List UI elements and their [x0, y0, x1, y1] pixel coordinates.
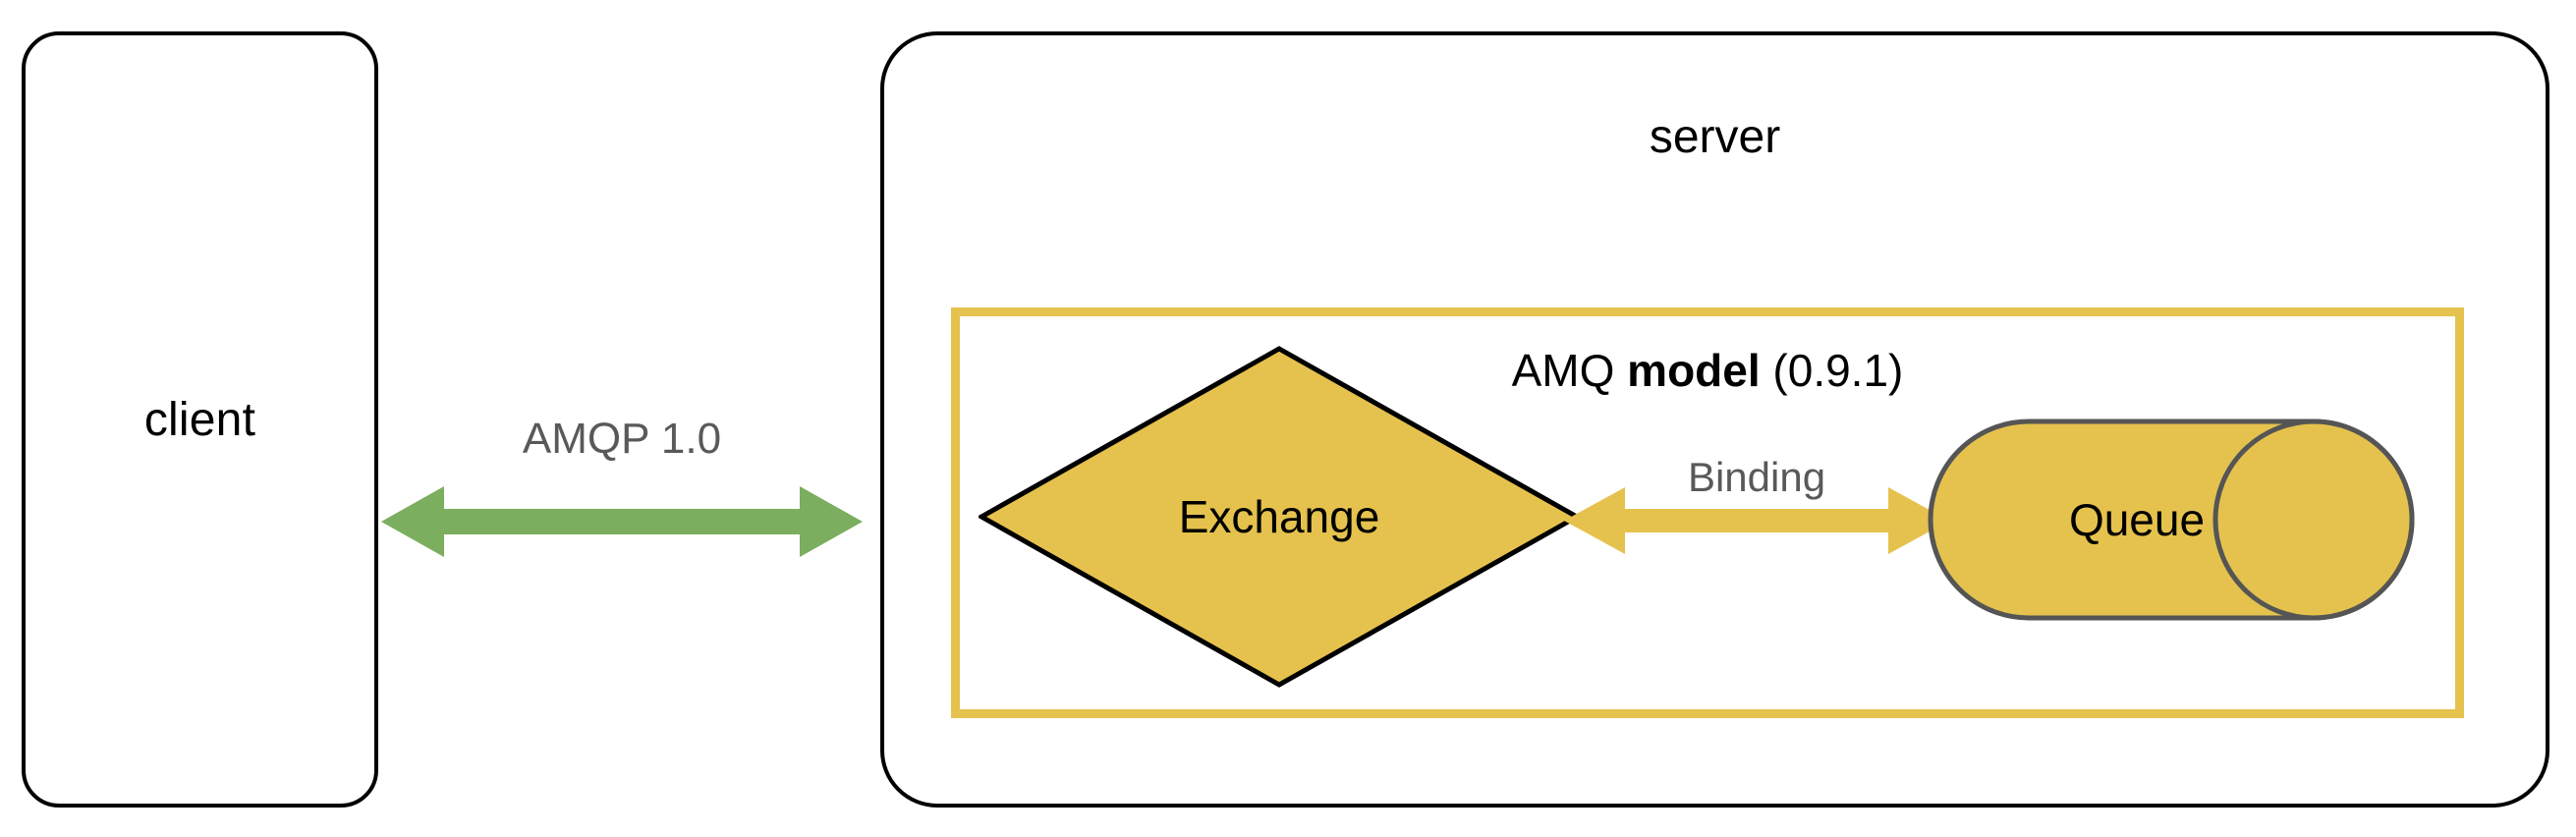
amqp-link-label: AMQP 1.0: [522, 415, 722, 463]
queue-label: Queue: [2068, 494, 2206, 545]
amqp-double-arrow-icon: [381, 486, 863, 557]
amq-model-label-bold: model: [1627, 345, 1761, 396]
exchange-diamond-shape[interactable]: [979, 346, 1580, 688]
amq-model-label-prefix: AMQ: [1511, 345, 1628, 396]
server-label: server: [1649, 111, 1781, 163]
binding-label: Binding: [1687, 454, 1826, 500]
exchange-label: Exchange: [1178, 491, 1380, 542]
amq-model-label-suffix: (0.9.1): [1760, 345, 1904, 396]
amq-model-label: AMQ model (0.9.1): [951, 344, 2464, 397]
binding-double-arrow-icon: [1564, 487, 1949, 554]
queue-cylinder-shape[interactable]: [1926, 417, 2417, 623]
client-box[interactable]: [22, 31, 378, 808]
client-label: client: [143, 393, 256, 446]
